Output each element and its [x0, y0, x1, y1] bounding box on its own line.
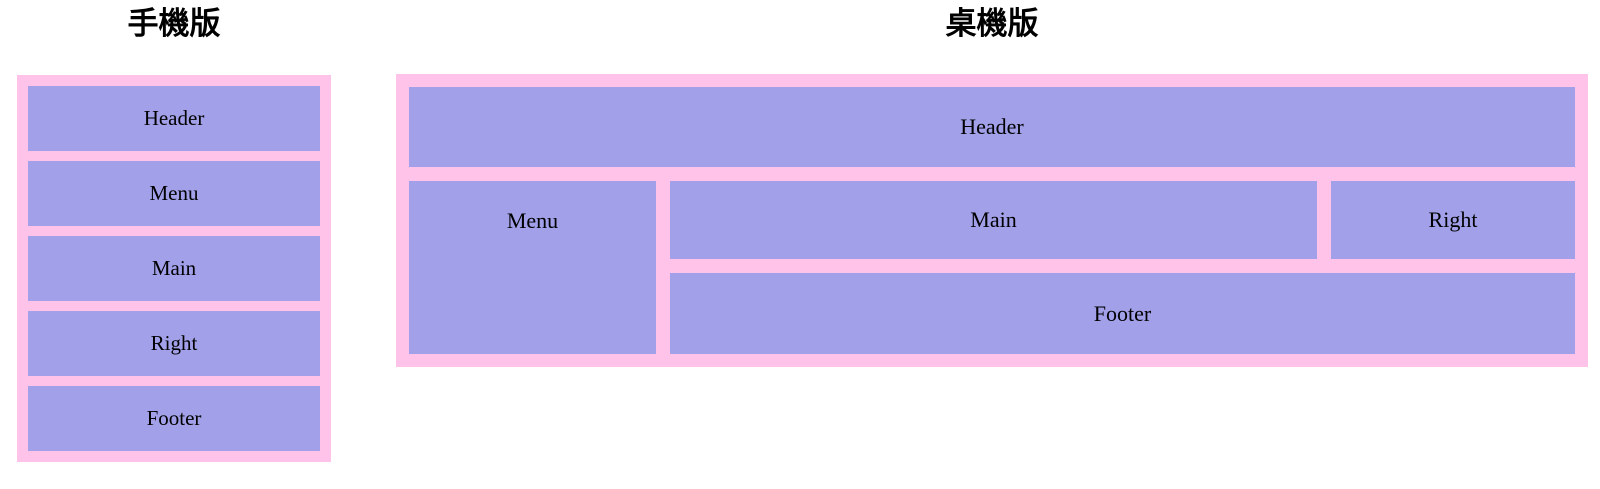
- desktop-footer-box: Footer: [670, 273, 1575, 354]
- mobile-right-label: Right: [150, 331, 198, 355]
- desktop-menu-box: Menu: [409, 181, 656, 354]
- desktop-main-box: Main: [670, 181, 1317, 259]
- desktop-layout-container: Header Menu Main Right Footer: [396, 74, 1588, 367]
- desktop-menu-label: Menu: [506, 208, 559, 233]
- desktop-main-label: Main: [970, 207, 1017, 232]
- desktop-header-label: Header: [960, 114, 1024, 139]
- mobile-header-label: Header: [143, 106, 205, 130]
- mobile-main-box: Main: [28, 236, 320, 301]
- desktop-footer-label: Footer: [1093, 300, 1152, 326]
- mobile-section-title: 手機版: [127, 6, 221, 41]
- desktop-section-title: 桌機版: [945, 6, 1039, 41]
- mobile-header-box: Header: [28, 86, 320, 151]
- desktop-right-box: Right: [1331, 181, 1575, 259]
- mobile-right-box: Right: [28, 311, 320, 376]
- mobile-main-label: Main: [151, 256, 197, 280]
- desktop-right-label: Right: [1428, 207, 1478, 232]
- mobile-footer-label: Footer: [146, 406, 202, 430]
- desktop-header-box: Header: [409, 87, 1575, 167]
- mobile-menu-box: Menu: [28, 161, 320, 226]
- mobile-layout-container: Header Menu Main Right Footer: [17, 75, 331, 462]
- mobile-menu-label: Menu: [149, 181, 199, 205]
- mobile-footer-box: Footer: [28, 386, 320, 451]
